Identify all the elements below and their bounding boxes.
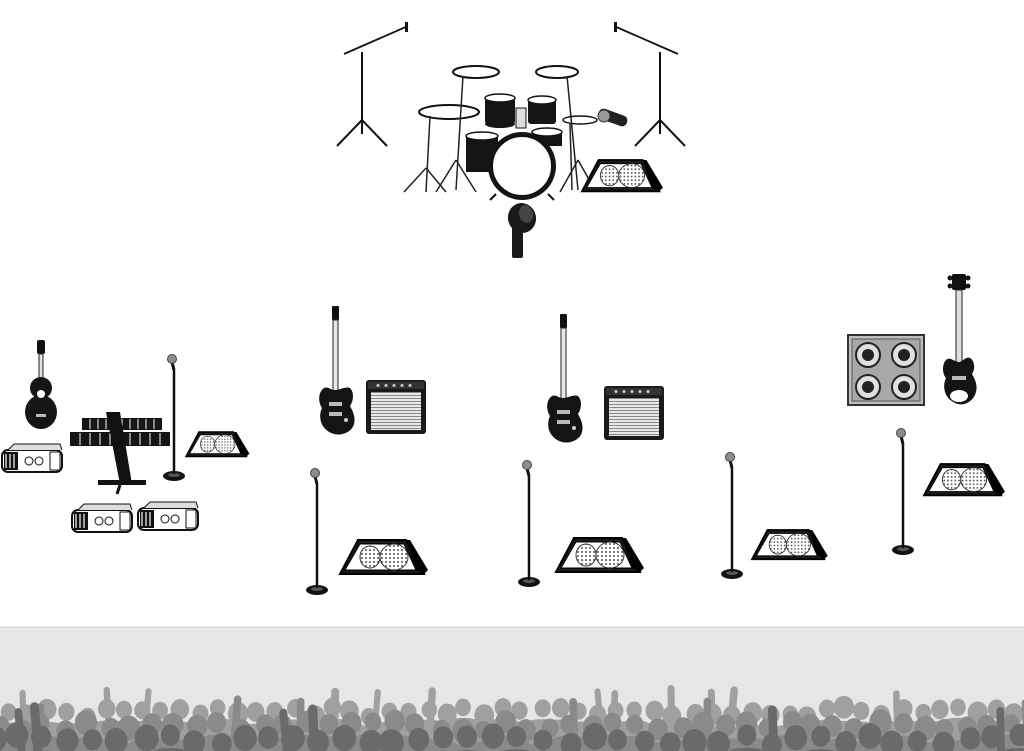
guitar-amp-1 xyxy=(366,380,426,434)
di-box-2 xyxy=(71,503,133,533)
crowd-silhouette-icon xyxy=(0,684,1024,751)
electric-guitar-2 xyxy=(546,313,584,444)
overhead-mic-right xyxy=(613,21,686,147)
vocal-monitor-4 xyxy=(923,463,1006,497)
vocal-mic-4 xyxy=(890,427,916,557)
acoustic-guitar-icon xyxy=(25,340,57,429)
kick-mic-icon xyxy=(507,203,537,258)
vocal-mic-2 xyxy=(516,459,542,589)
vocal-mic-3 xyxy=(719,451,745,581)
overhead-mic-left xyxy=(336,21,409,147)
vocal-monitor-2 xyxy=(555,537,645,573)
drum-kit-icon xyxy=(403,65,598,201)
guitar-amp-2 xyxy=(604,386,664,440)
di-box-3 xyxy=(137,501,199,531)
vocal-monitor-1 xyxy=(339,539,429,575)
keyboard-stand-icon xyxy=(70,412,170,495)
keys-monitor xyxy=(185,431,251,458)
bass-guitar-icon xyxy=(943,274,977,405)
bass-cabinet-icon xyxy=(847,334,925,406)
di-box-1 xyxy=(1,443,63,473)
vocal-mic-1 xyxy=(304,467,330,597)
vocal-monitor-3 xyxy=(751,529,829,561)
drum-monitor xyxy=(581,159,664,193)
snare-mic-icon xyxy=(597,108,628,127)
keys-mic xyxy=(161,353,187,483)
electric-guitar-1 xyxy=(318,305,356,436)
